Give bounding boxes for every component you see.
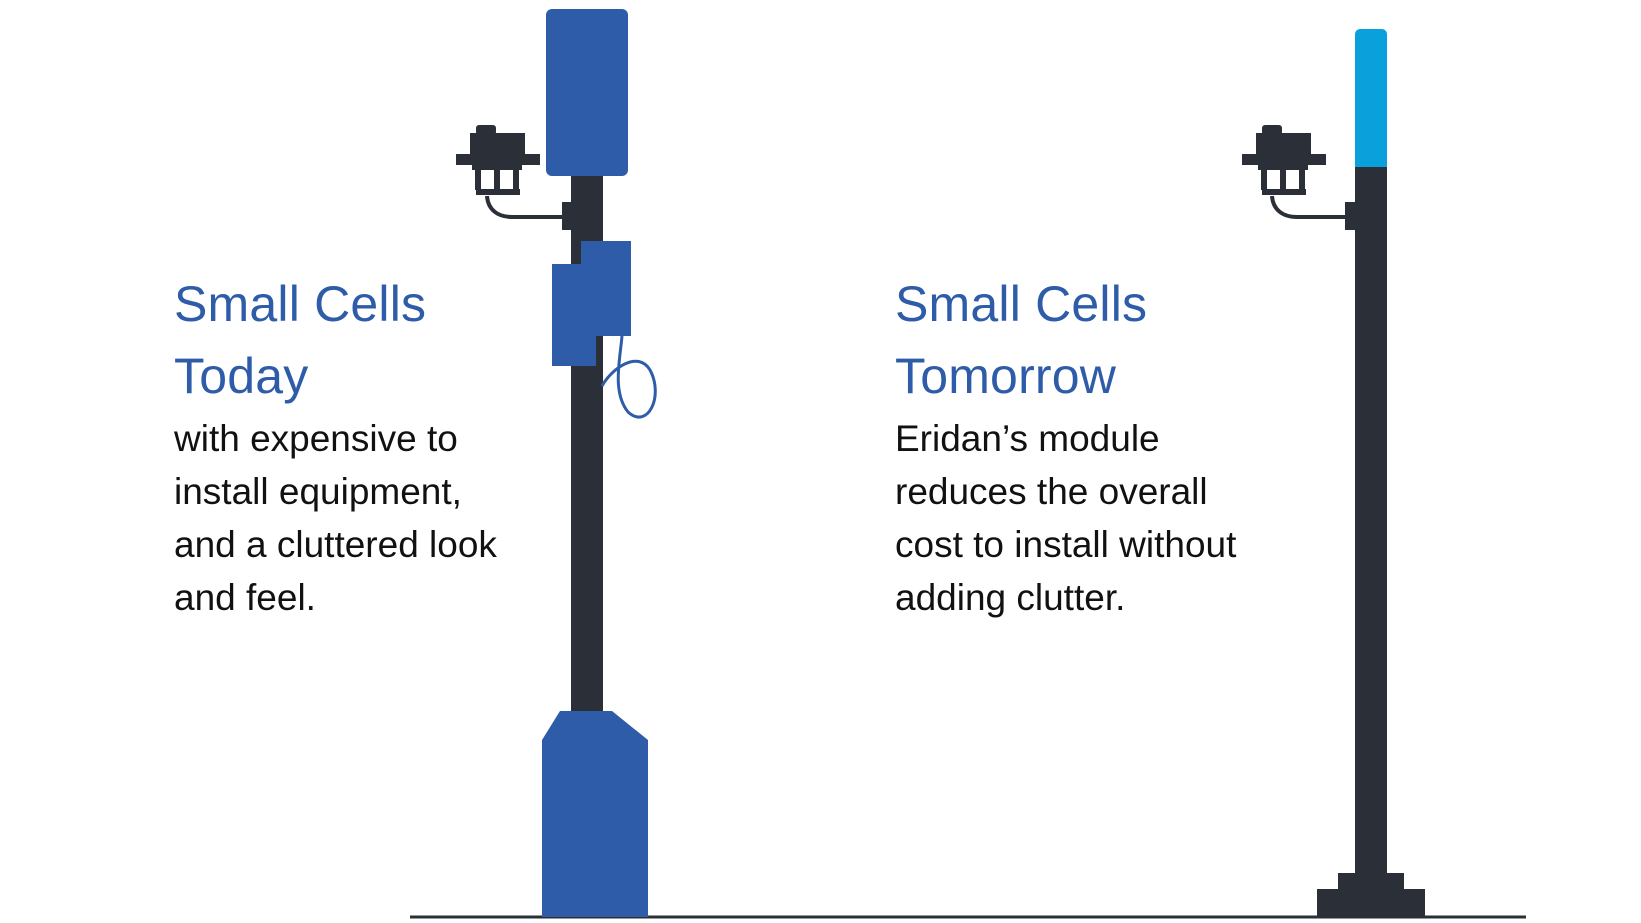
today-radio-box-left	[552, 264, 596, 366]
tomorrow-lamp-arm	[1270, 195, 1348, 219]
today-text-block: Small Cells Today with expensive to inst…	[174, 268, 497, 624]
today-lamp-arm	[485, 195, 565, 219]
tomorrow-base-upper	[1338, 873, 1404, 891]
today-pole	[456, 9, 657, 917]
tomorrow-base-lower	[1317, 889, 1425, 917]
tomorrow-heading: Small Cells Tomorrow	[895, 276, 1148, 404]
tomorrow-text-block: Small Cells Tomorrow Eridan’s module red…	[895, 268, 1236, 624]
today-top-antenna-box	[546, 9, 628, 176]
today-description: with expensive to install equipment, and…	[174, 418, 497, 618]
today-arm-clamp	[562, 202, 574, 230]
tomorrow-arm-clamp	[1345, 202, 1357, 230]
tomorrow-module	[1355, 29, 1387, 171]
tomorrow-description: Eridan’s module reduces the overall cost…	[895, 418, 1237, 618]
tomorrow-pole	[1242, 29, 1425, 917]
tomorrow-pole-shaft	[1355, 167, 1387, 875]
tomorrow-lamp-icon	[1242, 125, 1326, 195]
today-cable-loop	[600, 335, 657, 419]
today-lamp-icon	[456, 125, 540, 195]
today-base-cabinet	[542, 711, 648, 917]
today-heading: Small Cells Today	[174, 276, 427, 404]
